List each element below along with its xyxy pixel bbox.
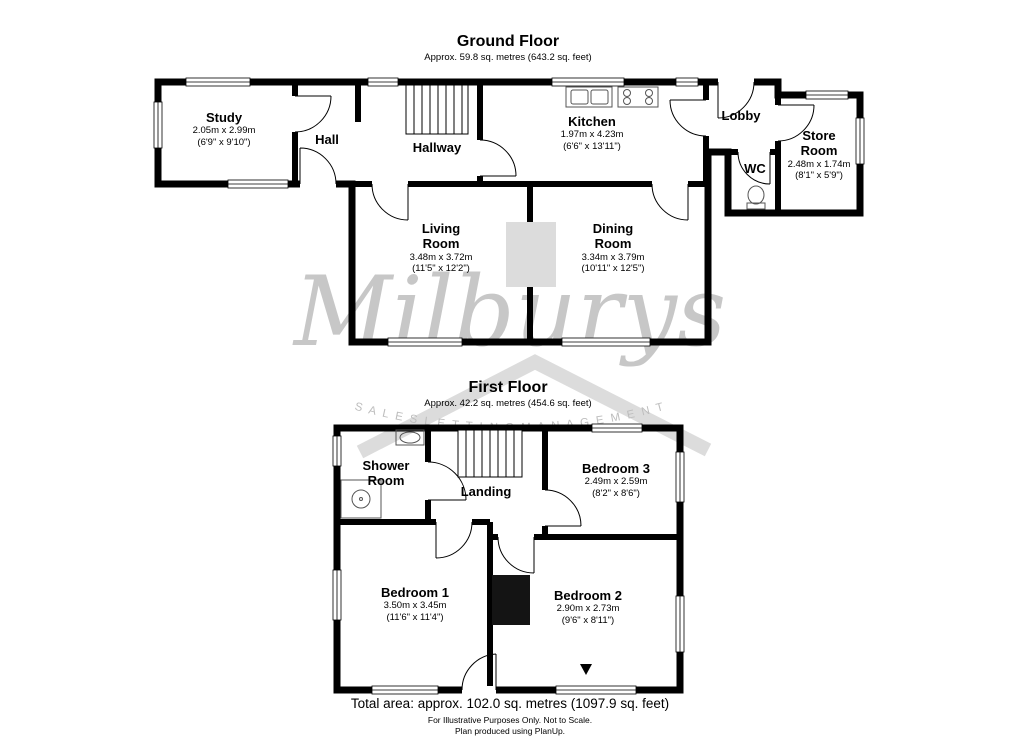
room-label-bedroom-3: Bedroom 3 2.49m x 2.59m (8'2" x 8'6") [582,461,650,499]
room-dims-imperial: (6'9" x 9'10") [197,136,251,148]
room-label-kitchen: Kitchen 1.97m x 4.23m (6'6" x 13'11") [561,114,624,152]
room-name: Kitchen [568,114,616,129]
room-dims-metric: 3.48m x 3.72m [409,251,473,263]
total-area-text: Total area: approx. 102.0 sq. metres (10… [350,696,670,711]
room-name: Study [205,110,243,125]
room-label-shower-room: Shower Room [363,458,410,489]
basin-icon [395,429,425,446]
gf-chimney-breast [506,222,556,287]
room-dims-metric: 3.50m x 3.45m [383,600,447,612]
toilet-icon [746,185,766,210]
ff-stairs [457,429,523,478]
room-label-landing: Landing [461,484,512,499]
ff-chimney [492,575,530,625]
room-dims-metric: 3.34m x 3.79m [581,251,645,263]
ground-floor-plan [153,77,865,347]
room-name: Dining Room [592,221,634,252]
room-name: Hallway [412,140,462,155]
ff-windows [332,423,685,695]
room-label-living-room: Living Room 3.48m x 3.72m (11'5" x 12'2"… [410,221,473,274]
room-name: Shower Room [362,458,410,489]
room-dims-imperial: (6'6" x 13'11") [563,140,621,152]
room-dims-imperial: (11'6" x 11'4") [386,611,444,623]
room-dims-imperial: (8'2" x 8'6") [592,487,640,499]
kitchen-sink-icon [565,86,613,108]
room-dims-metric: 2.49m x 2.59m [584,476,648,488]
shower-tray-icon [340,479,382,519]
first-floor-plan [332,423,685,695]
room-label-hall: Hall [315,132,339,147]
room-dims-imperial: (8'1" x 5'9") [795,169,843,181]
gf-interior-walls [292,82,781,342]
gf-doors [294,81,815,221]
room-name: Bedroom 2 [554,588,622,603]
kitchen-hob-icon [617,86,659,108]
room-label-study: Study 2.05m x 2.99m (6'9" x 9'10") [193,110,256,148]
room-dims-imperial: (9'6" x 8'11") [561,614,615,626]
ground-floor-area: Approx. 59.8 sq. metres (643.2 sq. feet) [424,52,592,63]
room-name: Landing [460,484,512,499]
ff-doors [427,461,582,691]
produced-by-text: Plan produced using PlanUp. [454,726,566,736]
gf-door-openings [300,78,754,188]
gf-windows [153,77,865,347]
direction-marker-icon [580,664,592,675]
room-name: WC [744,161,766,176]
room-name: Store Room [800,128,838,159]
room-label-hallway: Hallway [413,140,461,155]
ff-door-opening [462,686,496,694]
room-dims-metric: 2.90m x 2.73m [556,603,620,615]
room-name: Bedroom 1 [381,585,449,600]
room-dims-imperial: (10'11" x 12'5") [581,262,645,274]
room-label-store-room: Store Room 2.48m x 1.74m (8'1" x 5'9") [788,128,851,181]
gf-stairs [405,84,469,135]
room-name: Living Room [421,221,461,252]
disclaimer-text: For Illustrative Purposes Only. Not to S… [427,715,593,725]
room-dims-metric: 1.97m x 4.23m [560,129,624,141]
first-floor-area: Approx. 42.2 sq. metres (454.6 sq. feet) [424,398,592,409]
room-label-bedroom-1: Bedroom 1 3.50m x 3.45m (11'6" x 11'4") [381,585,449,623]
room-dims-metric: 2.05m x 2.99m [192,125,256,137]
room-dims-metric: 2.48m x 1.74m [787,158,851,170]
room-dims-imperial: (11'5" x 12'2") [412,262,470,274]
room-label-dining-room: Dining Room 3.34m x 3.79m (10'11" x 12'5… [581,221,644,274]
room-name: Bedroom 3 [582,461,650,476]
ff-interior-walls [337,428,680,690]
room-label-lobby: Lobby [722,108,761,123]
watermark-roof-shape [356,354,712,459]
room-name: Lobby [721,108,761,123]
ground-floor-title: Ground Floor [456,33,560,50]
room-label-bedroom-2: Bedroom 2 2.90m x 2.73m (9'6" x 8'11") [554,588,622,626]
first-floor-title: First Floor [468,379,548,396]
room-name: Hall [315,132,339,147]
room-label-wc: WC [744,161,766,176]
